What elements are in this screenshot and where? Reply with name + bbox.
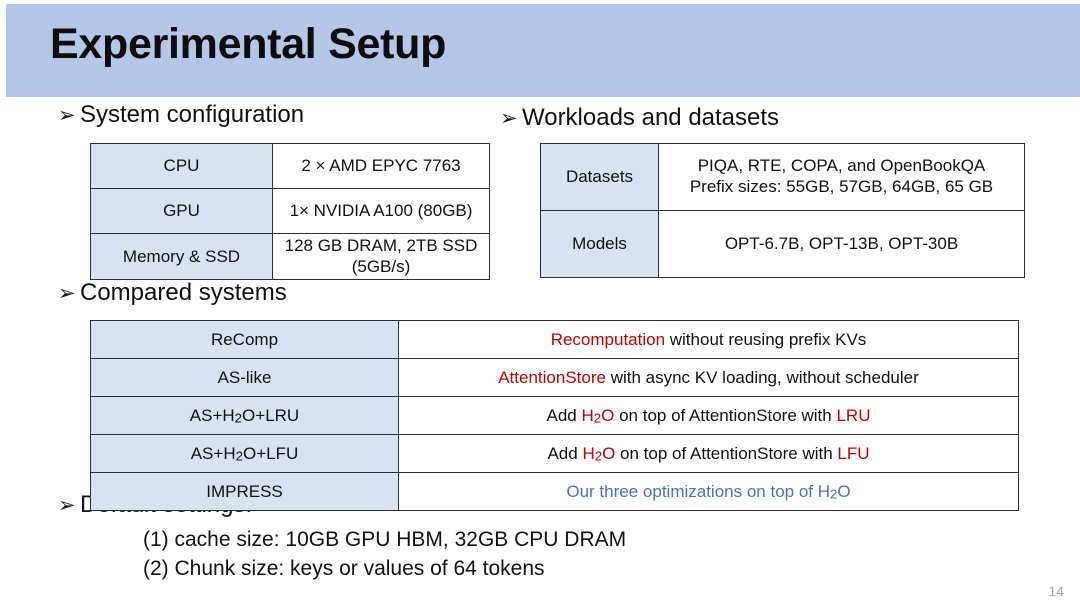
cell-value-gpu: 1× NVIDIA A100 (80GB) — [272, 188, 490, 234]
text-run: LFU — [837, 443, 870, 463]
subscript: 2 — [235, 448, 243, 464]
cell-system-name: IMPRESS — [90, 472, 399, 511]
cell-key-models: Models — [540, 210, 659, 278]
text-run: AttentionStore — [498, 367, 606, 387]
cell-system-description: AttentionStore with async KV loading, wi… — [398, 358, 1019, 397]
text-run: on top of AttentionStore with — [614, 405, 837, 425]
cell-system-name: AS+H2O+LFU — [90, 434, 399, 473]
arrow-bullet-icon: ➢ — [58, 282, 76, 305]
cell-value-memory-line2: (5GB/s) — [351, 256, 411, 276]
table-row: Memory & SSD 128 GB DRAM, 2TB SSD (5GB/s… — [90, 232, 490, 281]
text-run: without reusing prefix KVs — [665, 329, 867, 349]
bullet-system-configuration: ➢ System configuration — [58, 103, 304, 127]
arrow-bullet-icon: ➢ — [58, 104, 76, 127]
bullet-label-system-configuration: System configuration — [80, 101, 305, 128]
cell-value-models: OPT-6.7B, OPT-13B, OPT-30B — [658, 210, 1025, 278]
cell-value-memory-ssd: 128 GB DRAM, 2TB SSD (5GB/s) — [272, 232, 490, 281]
text-run: H2O — [582, 443, 616, 464]
bullet-label-workloads: Workloads and datasets — [522, 104, 780, 131]
subscript: 2 — [830, 486, 838, 502]
arrow-bullet-icon: ➢ — [500, 107, 518, 130]
subscript: 2 — [234, 410, 243, 426]
cell-key-datasets: Datasets — [540, 143, 659, 211]
table-row: Models OPT-6.7B, OPT-13B, OPT-30B — [540, 210, 1025, 278]
cell-key-gpu: GPU — [90, 188, 273, 234]
cell-system-description: Add H2O on top of AttentionStore with LF… — [398, 434, 1019, 473]
cell-key-memory-ssd: Memory & SSD — [90, 232, 273, 281]
text-run: Add — [546, 405, 582, 425]
text-run: Add — [547, 443, 583, 463]
page-number: 14 — [1048, 583, 1064, 599]
cell-system-name: ReComp — [90, 320, 399, 359]
text-run: on top of AttentionStore with — [615, 443, 838, 463]
text-run: LRU — [836, 405, 871, 425]
bullet-label-compared-systems: Compared systems — [80, 279, 287, 306]
default-settings-line-2: (2) Chunk size: keys or values of 64 tok… — [143, 557, 545, 580]
cell-value-datasets-line1: PIQA, RTE, COPA, and OpenBookQA — [697, 156, 986, 176]
cell-system-description: Our three optimizations on top of H2O — [398, 472, 1019, 511]
cell-system-name: AS-like — [90, 358, 399, 397]
text-run: Recomputation — [550, 329, 666, 349]
default-settings-line-1: (1) cache size: 10GB GPU HBM, 32GB CPU D… — [143, 528, 627, 551]
title-banner — [6, 4, 1080, 97]
bullet-compared-systems: ➢ Compared systems — [58, 281, 287, 305]
cell-value-datasets-line2: Prefix sizes: 55GB, 57GB, 64GB, 65 GB — [689, 177, 994, 196]
cell-value-cpu: 2 × AMD EPYC 7763 — [272, 143, 490, 189]
text-run: with async KV loading, without scheduler — [605, 367, 919, 387]
subscript: 2 — [594, 448, 603, 464]
cell-key-cpu: CPU — [90, 143, 273, 189]
arrow-bullet-icon: ➢ — [58, 494, 76, 517]
workloads-datasets-table: Datasets PIQA, RTE, COPA, and OpenBookQA… — [540, 143, 1025, 278]
bullet-workloads-and-datasets: ➢ Workloads and datasets — [500, 106, 779, 130]
cell-system-description: Recomputation without reusing prefix KVs — [398, 320, 1019, 359]
table-row: Datasets PIQA, RTE, COPA, and OpenBookQA… — [540, 143, 1025, 211]
cell-system-name: AS+H2O+LRU — [90, 396, 399, 435]
table-row: CPU 2 × AMD EPYC 7763 — [90, 143, 490, 189]
system-configuration-table: CPU 2 × AMD EPYC 7763 GPU 1× NVIDIA A100… — [90, 143, 490, 281]
cell-value-memory-line1: 128 GB DRAM, 2TB SSD — [284, 236, 478, 255]
page-title: Experimental Setup — [50, 20, 447, 68]
text-run: Our three optimizations on top of H2O — [566, 481, 851, 502]
table-row: IMPRESS Our three optimizations on top of… — [90, 472, 1019, 511]
text-run: H2O — [581, 405, 615, 426]
cell-system-description: Add H2O on top of AttentionStore with LR… — [398, 396, 1019, 435]
table-row: GPU 1× NVIDIA A100 (80GB) — [90, 188, 490, 234]
cell-value-datasets: PIQA, RTE, COPA, and OpenBookQA Prefix s… — [658, 143, 1025, 211]
subscript: 2 — [593, 410, 602, 426]
